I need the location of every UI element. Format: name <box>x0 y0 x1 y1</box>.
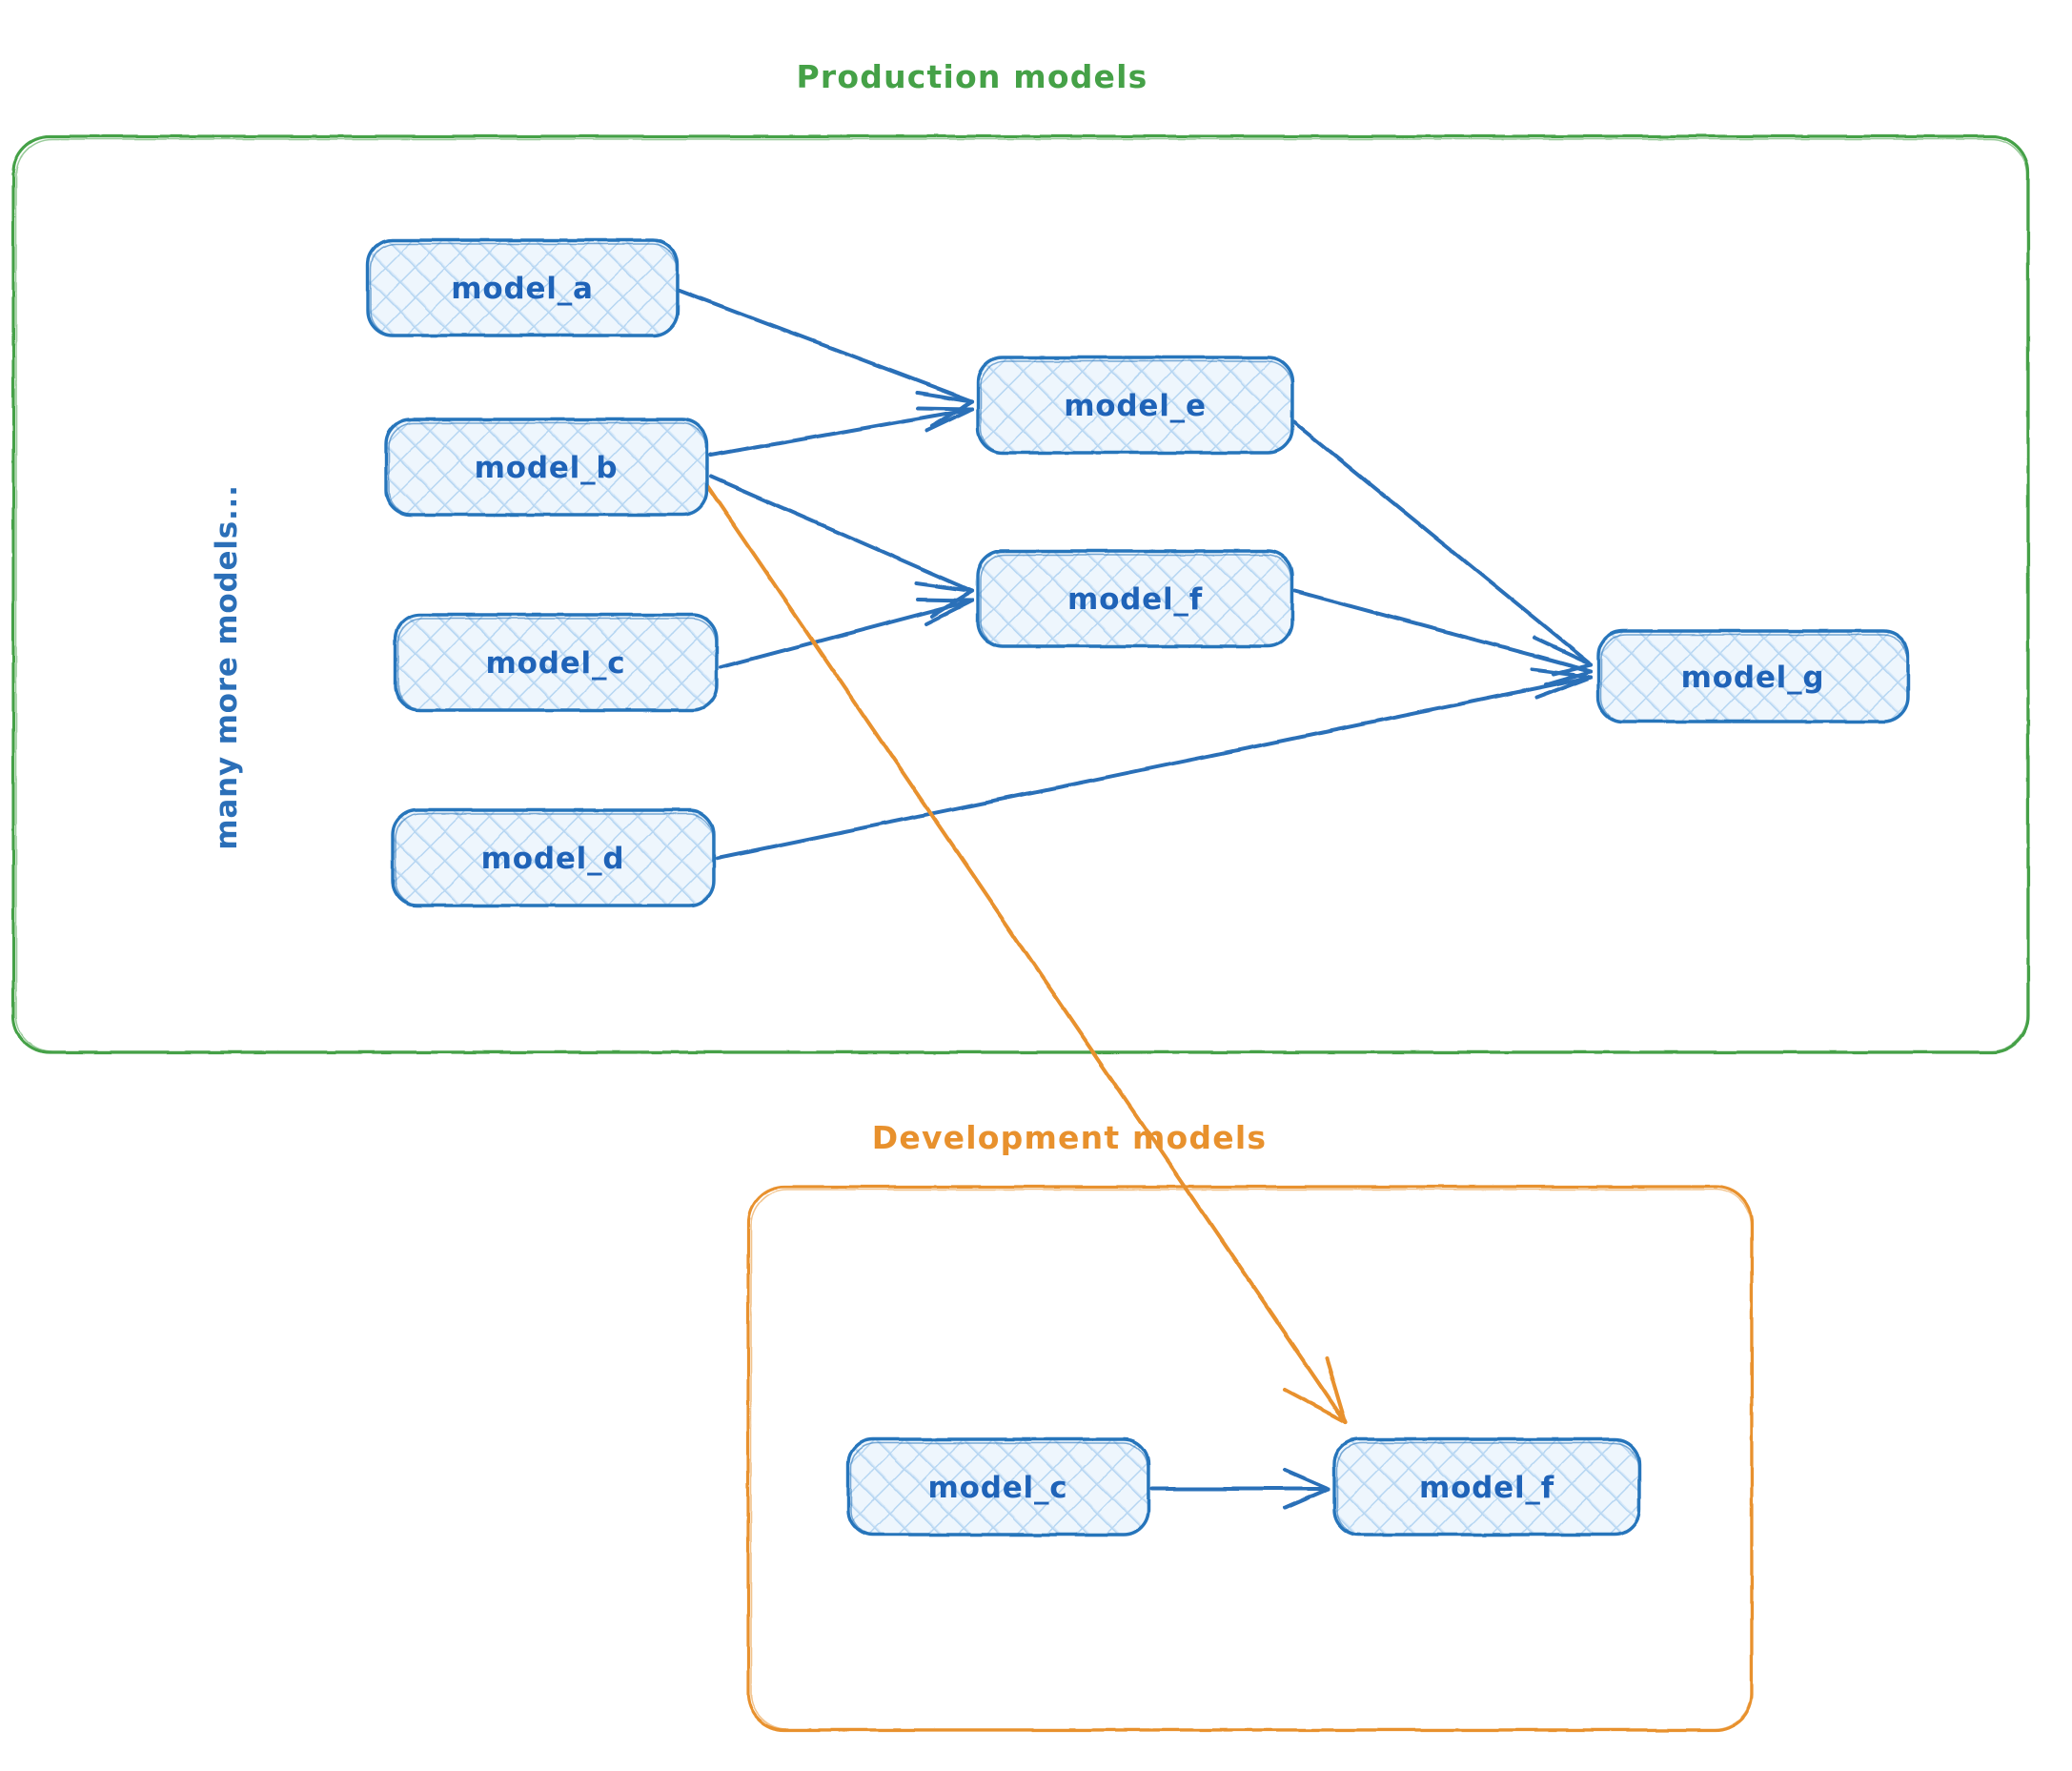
node-label: model_d <box>481 842 625 876</box>
edge-model-f-to-model-g <box>1292 589 1594 686</box>
node-prod-model-f[interactable]: model_f <box>976 549 1294 648</box>
group-container-development <box>746 1185 1754 1732</box>
node-prod-model-b[interactable]: model_b <box>384 417 709 517</box>
node-label: model_b <box>475 451 619 485</box>
group-container-production <box>11 134 2030 1054</box>
edge-model-b-to-model-e <box>708 406 974 458</box>
edge-model-a-to-model-e <box>678 289 974 428</box>
node-prod-model-a[interactable]: model_a <box>366 238 680 337</box>
node-dev-model-f[interactable]: model_f <box>1332 1437 1641 1537</box>
node-label: model_f <box>1067 582 1203 617</box>
edge-layer-blue <box>678 289 1594 1510</box>
edge-dev-model-c-to-dev-model-f <box>1149 1468 1331 1510</box>
node-label: model_f <box>1419 1471 1554 1505</box>
edge-model-e-to-model-g <box>1292 420 1594 676</box>
edge-model-b-to-model-f <box>709 475 974 618</box>
node-label: model_c <box>486 646 626 681</box>
node-label: model_c <box>928 1471 1068 1505</box>
development-group-title: Development models <box>872 1119 1267 1156</box>
node-prod-model-g[interactable]: model_g <box>1596 629 1910 723</box>
edge-model-c-to-model-f <box>719 598 974 669</box>
edge-model-d-to-model-g <box>716 667 1594 860</box>
node-prod-model-d[interactable]: model_d <box>391 808 716 907</box>
node-prod-model-c[interactable]: model_c <box>394 613 719 712</box>
edge-layer-orange <box>704 482 1348 1424</box>
production-group-title: Production models <box>797 58 1148 95</box>
node-label: model_e <box>1064 389 1207 423</box>
many-more-models-label: many more models... <box>210 484 244 849</box>
node-label: model_a <box>451 272 593 306</box>
node-dev-model-c[interactable]: model_c <box>846 1437 1150 1537</box>
edge-model-b-to-dev-model-f <box>704 482 1348 1424</box>
node-layer: model_a model_b model_c <box>366 238 1910 1537</box>
node-label: model_g <box>1681 661 1825 695</box>
node-prod-model-e[interactable]: model_e <box>976 356 1294 455</box>
